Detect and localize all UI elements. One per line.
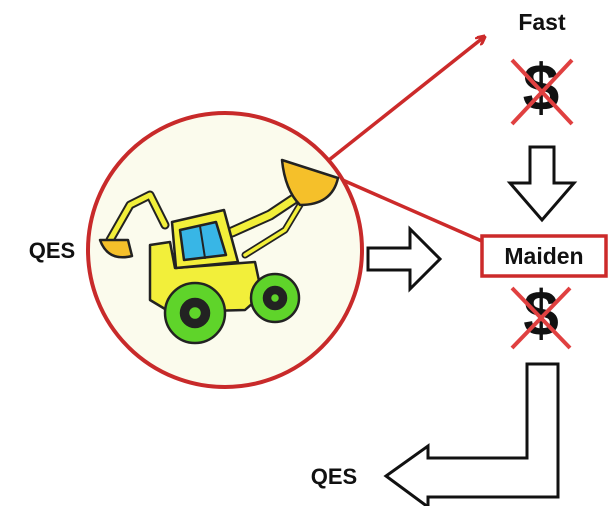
dollar-sign-bottom: $ xyxy=(523,277,559,349)
red-arrow-to-fast xyxy=(298,37,484,185)
excavator-icon xyxy=(98,158,340,345)
qes-bottom-label: QES xyxy=(311,464,357,489)
maiden-label: Maiden xyxy=(504,243,583,269)
red-line-to-maiden xyxy=(337,176,485,244)
right-arrow-hollow xyxy=(366,225,443,293)
l-arrow-hollow xyxy=(383,362,560,510)
fast-label: Fast xyxy=(518,9,566,35)
dollar-sign-top: $ xyxy=(523,50,560,124)
crossed-dollar-icon-bottom: $ xyxy=(510,277,572,350)
crossed-dollar-icon-top: $ xyxy=(510,50,574,126)
down-arrow-hollow xyxy=(506,145,578,223)
qes-left-label: QES xyxy=(29,238,75,263)
maiden-box: Maiden xyxy=(480,234,608,278)
